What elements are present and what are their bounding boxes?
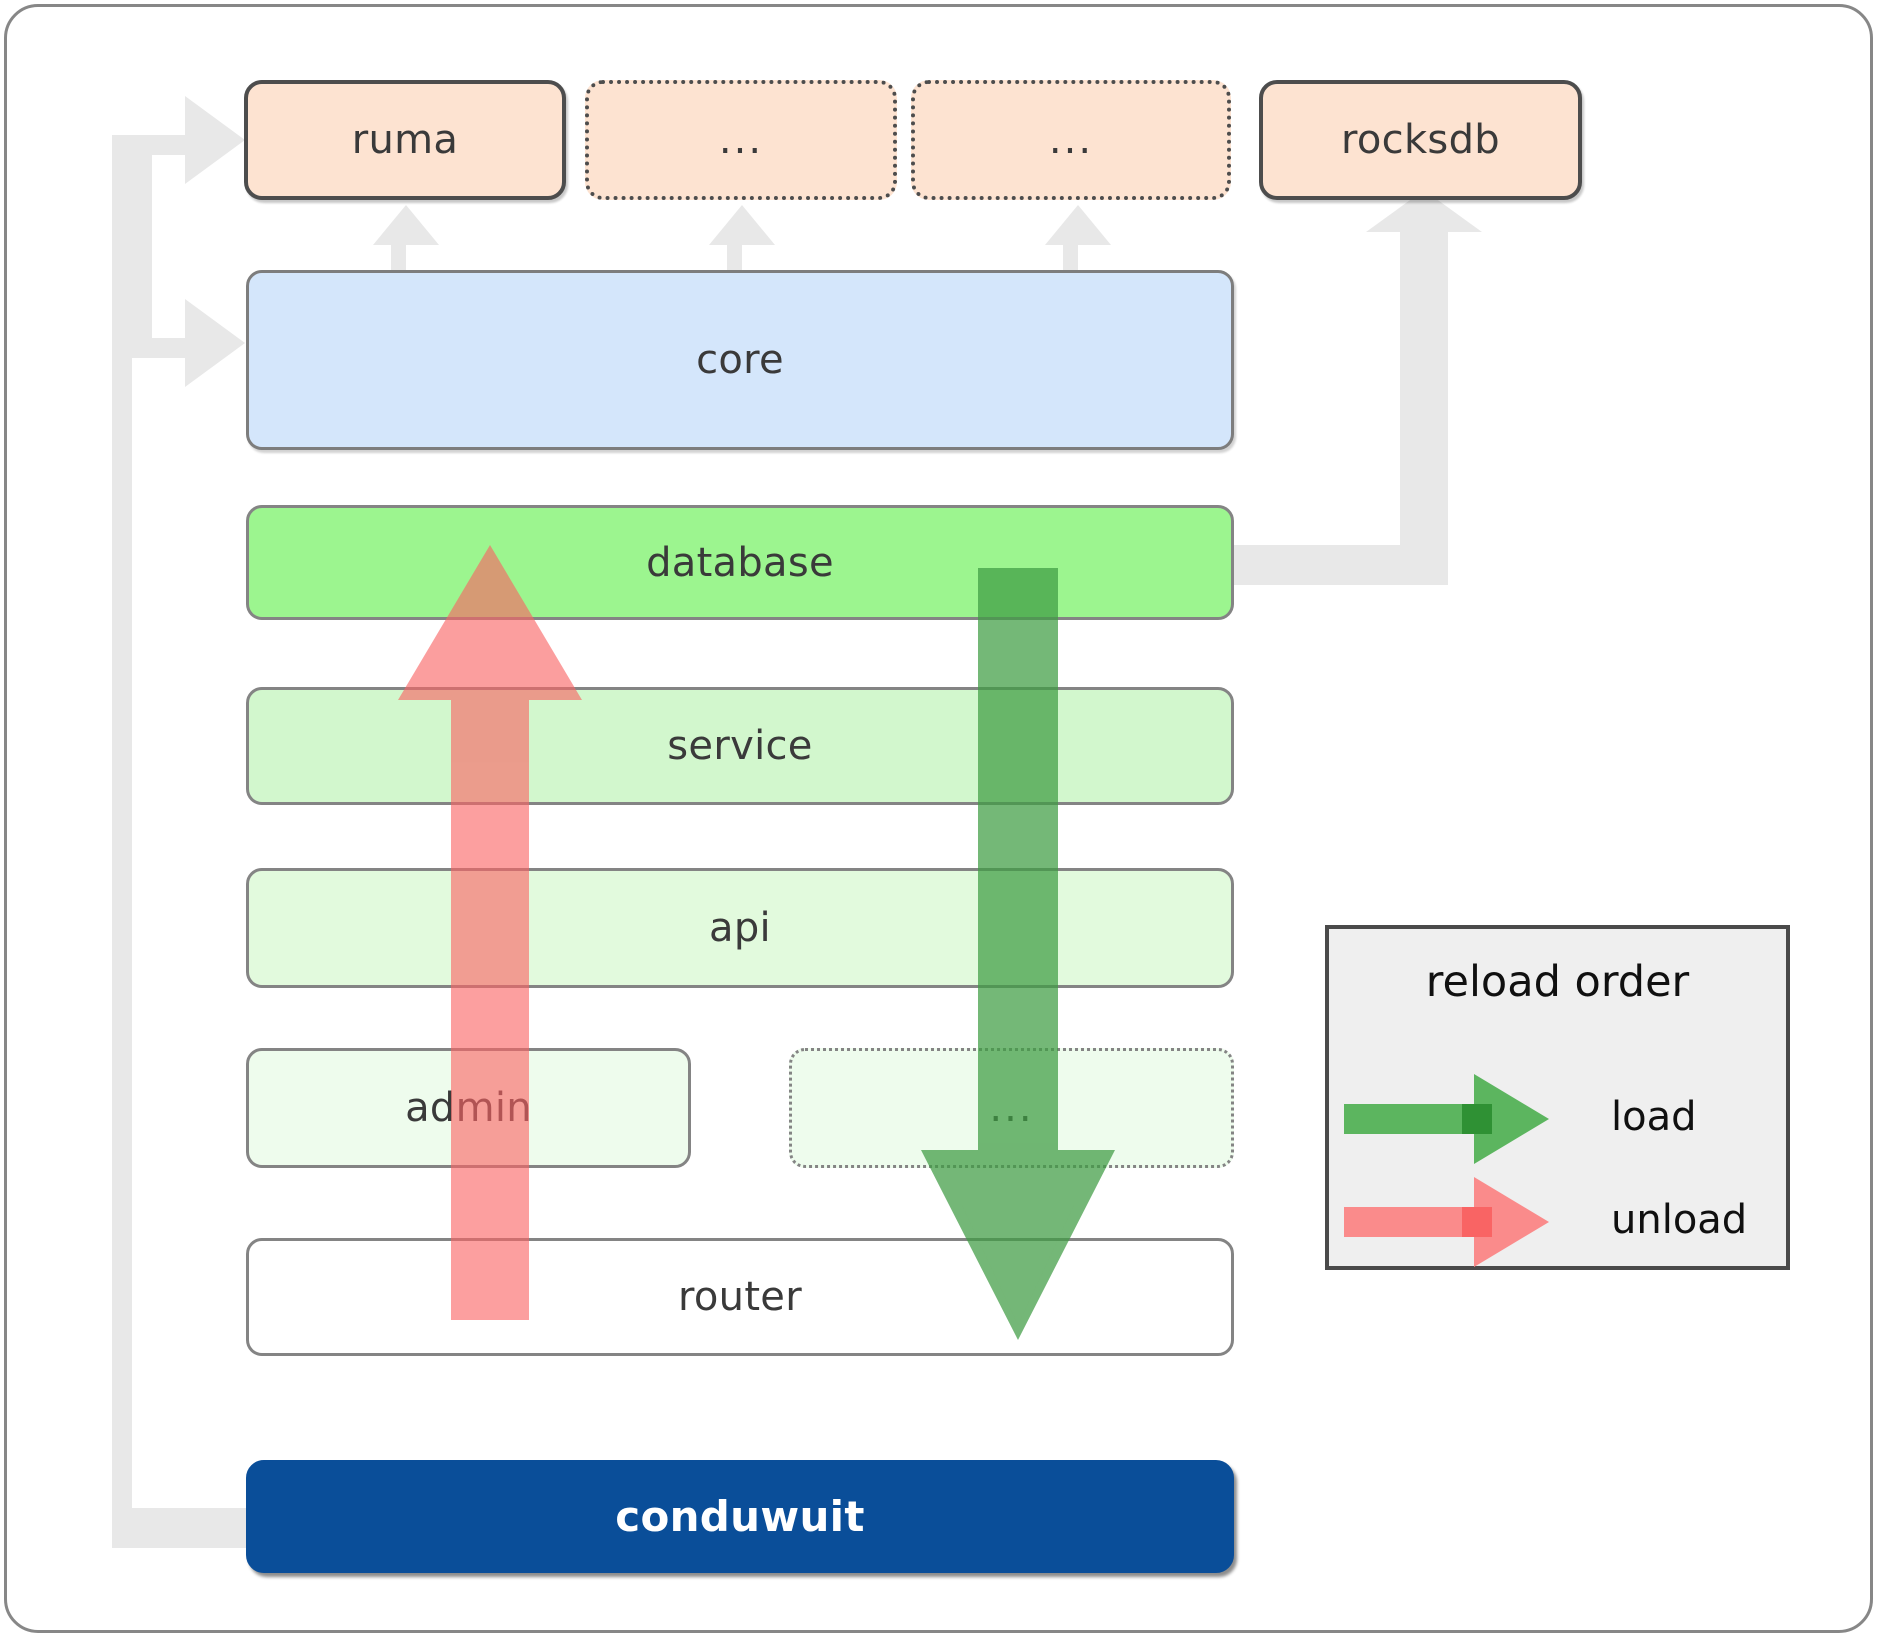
crate-placeholder-2[interactable]: ... [911, 80, 1231, 200]
module-placeholder[interactable]: ... [789, 1048, 1234, 1168]
module-admin[interactable]: admin [246, 1048, 691, 1168]
crate-ruma-label: ruma [351, 117, 459, 163]
module-service-label: service [667, 723, 813, 769]
module-placeholder-label: ... [989, 1085, 1034, 1131]
legend-arrow-unload [1344, 1177, 1549, 1267]
crate-rocksdb[interactable]: rocksdb [1259, 80, 1582, 200]
module-core-label: core [696, 337, 784, 383]
module-service[interactable]: service [246, 687, 1234, 805]
diagram-frame [4, 4, 1873, 1633]
binary-conduwuit-label: conduwuit [615, 1491, 865, 1541]
module-api[interactable]: api [246, 868, 1234, 988]
crate-rocksdb-label: rocksdb [1341, 117, 1500, 163]
legend-arrow-load [1344, 1074, 1549, 1164]
legend-label-load: load [1611, 1094, 1697, 1140]
crate-ruma[interactable]: ruma [244, 80, 566, 200]
module-database[interactable]: database [246, 505, 1234, 620]
module-router-label: router [678, 1274, 802, 1320]
legend-label-unload: unload [1611, 1197, 1748, 1243]
legend-panel: reload order load unload [1325, 925, 1790, 1270]
module-admin-label: admin [405, 1085, 532, 1131]
crate-placeholder-2-label: ... [1048, 117, 1094, 163]
module-core[interactable]: core [246, 270, 1234, 450]
module-database-label: database [646, 539, 834, 586]
crate-placeholder-1[interactable]: ... [585, 80, 897, 200]
module-router[interactable]: router [246, 1238, 1234, 1356]
legend-title: reload order [1425, 957, 1690, 1007]
crate-placeholder-1-label: ... [718, 117, 764, 163]
binary-conduwuit[interactable]: conduwuit [246, 1460, 1234, 1573]
module-api-label: api [709, 905, 771, 951]
